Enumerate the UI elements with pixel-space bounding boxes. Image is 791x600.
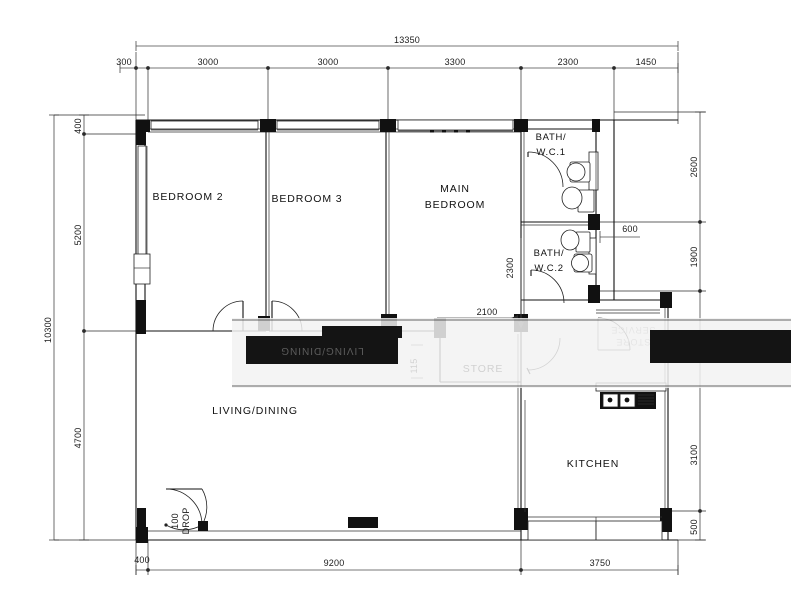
- annotation-entrance-drop-line1: 100: [170, 513, 180, 529]
- dim-top-300: 300: [116, 57, 132, 67]
- door-bath-wc-1: [527, 151, 564, 188]
- bottom-dimension-chain: 400 9200 3750: [134, 540, 679, 575]
- redaction-bar-right: [650, 330, 791, 363]
- dim-main-bedroom-depth: 2300: [505, 258, 515, 279]
- sanitary-fixtures: [560, 161, 595, 273]
- room-label-living-dining: LIVING/DINING: [212, 405, 298, 417]
- window-mullion-marks: [430, 130, 470, 133]
- room-label-bath-wc-1-line2: W.C.1: [536, 147, 565, 158]
- dim-left-400: 400: [73, 118, 83, 134]
- room-label-kitchen: KITCHEN: [567, 458, 619, 470]
- redaction-bar-left: LIVING/DINING: [246, 326, 402, 364]
- room-label-bedroom-2: BEDROOM 2: [152, 191, 223, 203]
- dim-bottom-400: 400: [134, 555, 150, 565]
- drainer-grooves: [638, 394, 654, 405]
- dim-left-overall: 10300: [43, 317, 53, 343]
- redacted-living-dining-text: LIVING/DINING: [280, 345, 364, 356]
- left-dimension-chain: 400 5200 4700: [54, 114, 150, 541]
- basin-wc-2: [571, 253, 593, 273]
- kitchen-fixtures: [524, 382, 667, 541]
- dim-top-3000-a: 3000: [198, 57, 219, 67]
- dim-corridor-width: 2100: [477, 307, 498, 317]
- dim-right-1900: 1900: [689, 247, 699, 268]
- dim-right-500: 500: [689, 519, 699, 535]
- room-label-main-bedroom-line1: MAIN: [440, 183, 470, 195]
- toilet-wc-1: [561, 186, 595, 213]
- left-dimension-overall: 10300: [43, 114, 59, 541]
- dim-top-overall: 13350: [394, 35, 420, 45]
- dim-top-3300: 3300: [445, 57, 466, 67]
- entrance-double-door: [164, 488, 208, 531]
- toilet-wc-2: [560, 229, 591, 253]
- room-label-main-bedroom-line2: BEDROOM: [425, 199, 486, 211]
- kitchen-sink: [600, 392, 656, 409]
- dim-top-1450: 1450: [636, 57, 657, 67]
- top-dimension-chain: 300 3000 3000 3300 2300 1450: [116, 52, 679, 162]
- door-bath-wc-2: [530, 269, 565, 304]
- room-label-bath-wc-2-line2: W.C.2: [534, 263, 563, 274]
- basin-wc-1: [566, 161, 591, 183]
- top-dimension-overall: 13350: [135, 35, 679, 51]
- dim-left-4700: 4700: [73, 428, 83, 449]
- dim-top-2300: 2300: [558, 57, 579, 67]
- room-label-bedroom-3: BEDROOM 3: [271, 193, 342, 205]
- dim-bath2-offset: 600: [622, 224, 638, 234]
- dim-right-2600: 2600: [689, 157, 699, 178]
- dim-bottom-9200: 9200: [324, 558, 345, 568]
- annotation-entrance-drop-line2: DROP: [181, 508, 191, 535]
- dim-right-3100: 3100: [689, 445, 699, 466]
- dim-left-5200: 5200: [73, 225, 83, 246]
- dim-top-3000-b: 3000: [318, 57, 339, 67]
- room-label-bath-wc-1-line1: BATH/: [536, 132, 567, 143]
- dim-bottom-3750: 3750: [590, 558, 611, 568]
- room-label-bath-wc-2-line1: BATH/: [534, 248, 565, 259]
